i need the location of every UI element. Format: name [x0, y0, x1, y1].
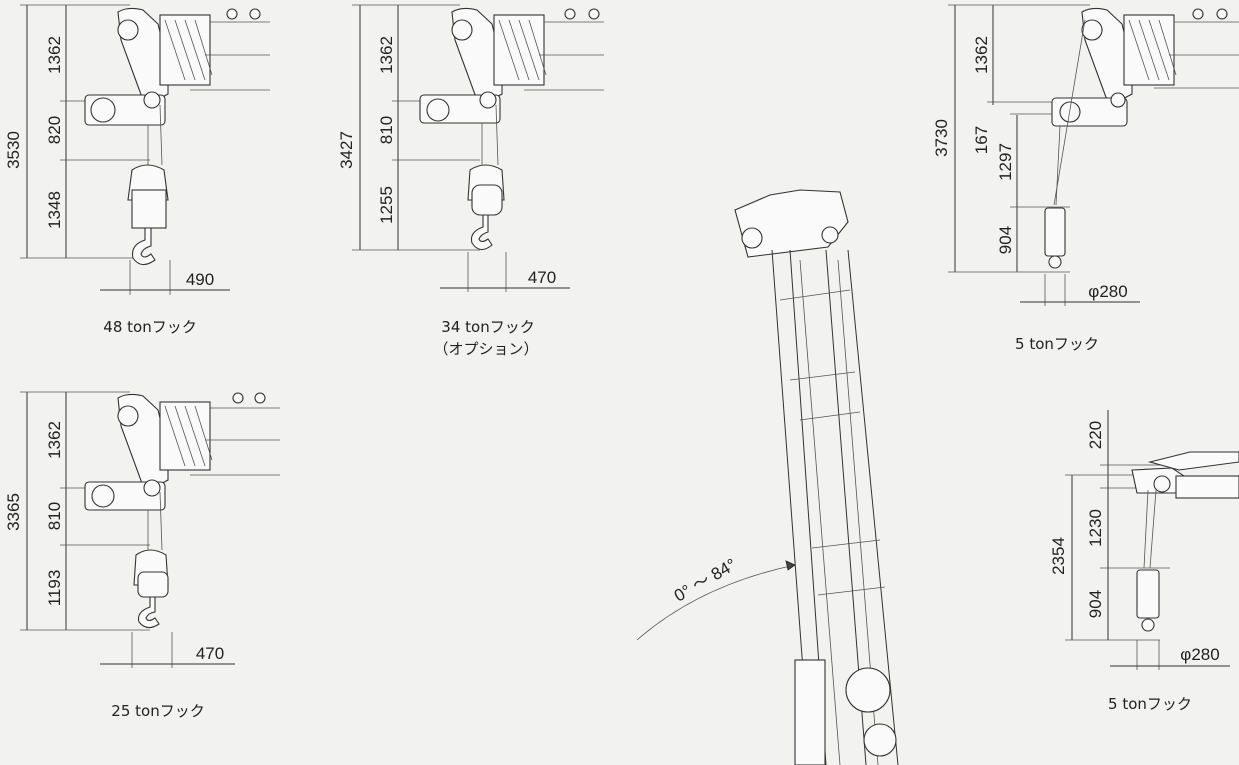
hook-48t-dim-2: 820 — [45, 116, 64, 144]
hook-25t-dim-1: 1362 — [45, 421, 64, 459]
hook-5t-upper-caption: 5 tonフック — [1015, 335, 1099, 353]
hook-34t-dim-2: 810 — [377, 116, 396, 144]
hook-34t-dim-1: 1362 — [377, 36, 396, 74]
hook-5t-lower-diameter: φ280 — [1180, 645, 1219, 664]
hook-5t-lower-dim-2: 1230 — [1086, 509, 1105, 547]
hook-25t-total-dim: 3365 — [4, 493, 23, 531]
hook-5t-lower-total-dim: 2354 — [1049, 537, 1068, 575]
hook-5t-upper-dim-3: 1297 — [996, 143, 1015, 181]
hook-5t-upper-diameter: φ280 — [1088, 282, 1127, 301]
hook-25t-caption: 25 tonフック — [111, 702, 204, 720]
hook-34t-caption: 34 tonフック — [441, 318, 534, 336]
hook-34t-figure — [352, 4, 604, 292]
hook-48t-caption: 48 tonフック — [103, 318, 196, 336]
hook-34t-total-dim: 3427 — [337, 131, 356, 169]
hook-5t-lower-dim-3: 904 — [1086, 590, 1105, 618]
hook-25t-dim-2: 810 — [45, 502, 64, 530]
hook-5t-upper-figure — [948, 4, 1239, 306]
boom-angle-label: 0° ～ 84° — [671, 555, 740, 606]
hook-25t-dim-3: 1193 — [45, 570, 64, 607]
hook-48t-figure — [20, 4, 270, 295]
hook-25t-figure — [20, 391, 280, 668]
hook-34t-dim-3: 1255 — [377, 186, 396, 224]
hook-5t-lower-dim-1: 220 — [1086, 421, 1105, 449]
hook-5t-upper-dim-1: 1362 — [972, 36, 991, 74]
hook-5t-lower-caption: 5 tonフック — [1108, 695, 1192, 713]
boom-figure — [636, 189, 899, 765]
hook-48t-dim-1: 1362 — [45, 36, 64, 74]
hook-5t-upper-dim-4: 904 — [996, 226, 1015, 254]
hook-25t-width-dim: 470 — [196, 644, 224, 663]
hook-34t-width-dim: 470 — [528, 268, 556, 287]
hook-48t-dim-3: 1348 — [45, 191, 64, 229]
hook-5t-upper-dim-2: 167 — [972, 126, 991, 154]
hook-34t-caption-option: （オプション） — [433, 340, 538, 358]
hook-5t-lower-figure — [1065, 410, 1239, 670]
hook-48t-width-dim: 490 — [186, 270, 214, 289]
hook-48t-total-dim: 3530 — [4, 131, 23, 169]
hook-5t-upper-total-dim: 3730 — [932, 119, 951, 157]
